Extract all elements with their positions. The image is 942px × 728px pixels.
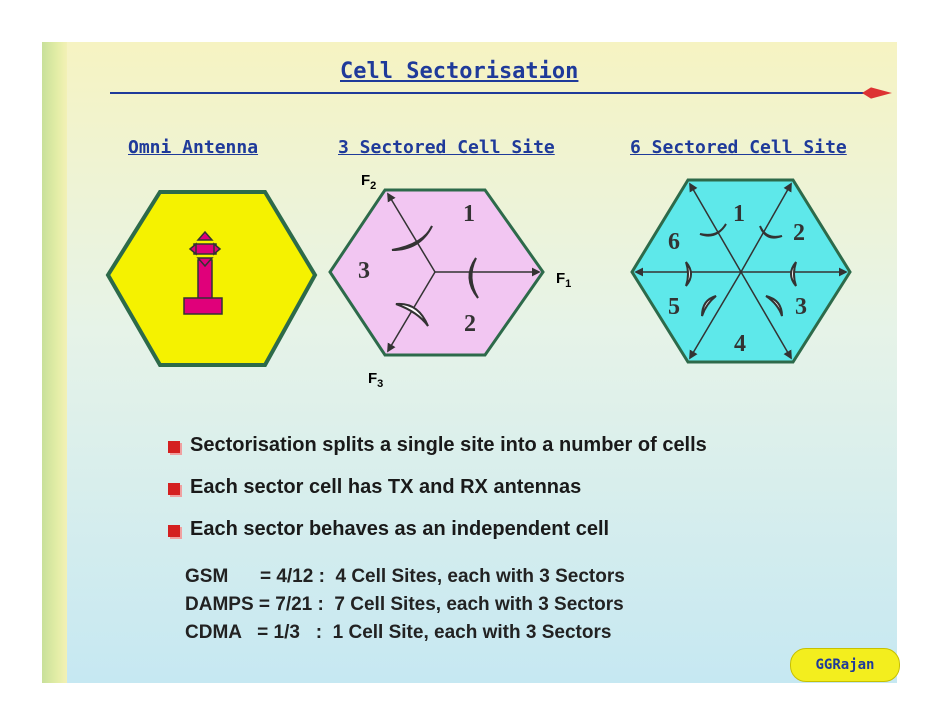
standard-cdma: CDMA = 1/3 : 1 Cell Site, each with 3 Se…: [185, 622, 612, 643]
six-sector-number-3: 3: [795, 294, 807, 320]
three-sector-antenna-icons: [391, 225, 479, 327]
bullet-list: Sectorisation splits a single site into …: [168, 424, 707, 550]
six-sector-number-1: 1: [733, 201, 745, 227]
title-rule: [110, 92, 870, 94]
heading-omni-antenna: Omni Antenna: [128, 137, 259, 158]
bullet-text: Each sector behaves as an independent ce…: [190, 517, 610, 540]
omni-antenna-icon: [183, 230, 223, 315]
three-sector-number-3: 3: [358, 258, 370, 284]
bullet-item: Each sector behaves as an independent ce…: [168, 508, 707, 550]
heading-3-sectored: 3 Sectored Cell Site: [338, 137, 555, 158]
bullet-item: Sectorisation splits a single site into …: [168, 424, 707, 466]
label-f2: F2: [361, 172, 377, 192]
heading-6-sectored: 6 Sectored Cell Site: [630, 137, 847, 158]
six-sector-number-2: 2: [793, 220, 805, 246]
left-accent-bar: [42, 42, 67, 683]
six-sector-number-5: 5: [668, 294, 680, 320]
bullet-text: Each sector cell has TX and RX antennas: [190, 475, 582, 498]
three-sector-number-1: 1: [463, 201, 475, 227]
three-sector-number-2: 2: [464, 311, 476, 337]
bullet-square-icon: [168, 483, 180, 495]
bullet-square-icon: [168, 525, 180, 537]
bullet-item: Each sector cell has TX and RX antennas: [168, 466, 707, 508]
six-sector-antenna-icons: [685, 223, 797, 317]
six-sector-number-4: 4: [734, 331, 746, 357]
standard-gsm: GSM = 4/12 : 4 Cell Sites, each with 3 S…: [185, 566, 625, 587]
author-badge: GGRajan: [790, 648, 900, 682]
bullet-text: Sectorisation splits a single site into …: [190, 433, 707, 456]
label-f3: F3: [368, 370, 384, 390]
slide-title: Cell Sectorisation: [340, 59, 579, 84]
six-sector-number-6: 6: [668, 229, 680, 255]
label-f1: F1: [556, 270, 572, 290]
standard-damps: DAMPS = 7/21 : 7 Cell Sites, each with 3…: [185, 594, 624, 615]
arrow-head-icon: [862, 87, 892, 99]
bullet-square-icon: [168, 441, 180, 453]
